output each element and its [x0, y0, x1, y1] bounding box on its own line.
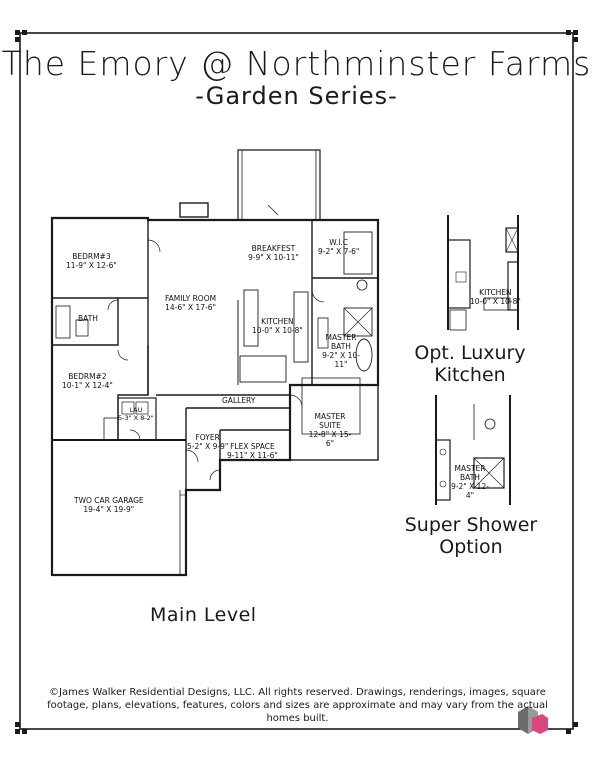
company-logo-icon — [518, 706, 548, 734]
corner-marks — [15, 30, 578, 734]
page-title: The Emory @ Northminster Farms — [1, 44, 592, 83]
room-gallery: GALLERY — [222, 396, 256, 405]
luxury-kitchen-plan — [447, 215, 519, 331]
page-subtitle: -Garden Series- — [195, 82, 398, 110]
super-shower-plan — [435, 395, 511, 505]
main-level-label: Main Level — [150, 604, 257, 626]
copyright-footer: ©James Walker Residential Designs, LLC. … — [47, 687, 548, 724]
main-floor-plan — [50, 149, 380, 577]
room-bath: BATH — [78, 314, 98, 323]
